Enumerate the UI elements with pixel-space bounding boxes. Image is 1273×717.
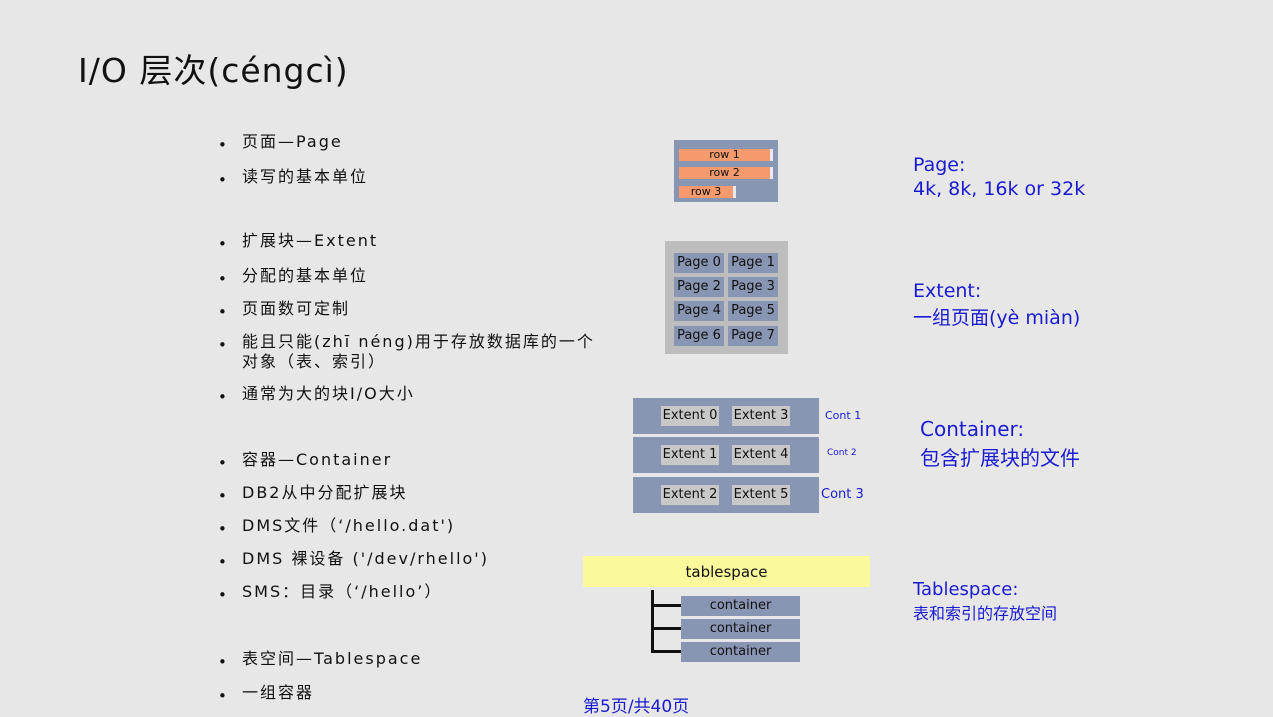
- tablespace-container: container: [681, 642, 800, 662]
- extent-cell: Extent 1: [661, 445, 719, 465]
- page-label-desc: 4k, 8k, 16k or 32k: [913, 178, 1086, 200]
- bullet-dot-icon: •: [218, 235, 229, 253]
- container-row: Extent 2 Extent 5: [633, 477, 819, 513]
- bullet-dot-icon: •: [218, 553, 229, 571]
- tablespace-bar: tablespace: [583, 556, 870, 587]
- bullet-dot-icon: •: [218, 454, 229, 472]
- tree-connector: [651, 627, 681, 630]
- container-label-title: Container:: [920, 417, 1025, 441]
- page-cell: Page 7: [728, 326, 778, 346]
- page-cell: Page 4: [674, 301, 724, 321]
- bullet-dot-icon: •: [218, 653, 229, 671]
- bullet-dot-icon: •: [218, 303, 229, 321]
- page-cell: Page 6: [674, 326, 724, 346]
- page-cell: Page 3: [728, 277, 778, 297]
- page-cell: Page 0: [674, 253, 724, 273]
- bullet-dot-icon: •: [218, 487, 229, 505]
- bullet-dot-icon: •: [218, 171, 229, 189]
- page-cell: Page 2: [674, 277, 724, 297]
- page-cell: Page 5: [728, 301, 778, 321]
- row-bar: row 2: [679, 167, 773, 179]
- extent-label-desc: 一组页面(yè miàn): [913, 307, 1081, 329]
- extent-cell: Extent 3: [732, 406, 790, 426]
- tablespace-label-desc: 表和索引的存放空间: [913, 604, 1058, 623]
- container-label: Cont 2: [827, 448, 857, 458]
- page-diagram: row 1 row 2 row 3: [674, 140, 778, 202]
- bullet-dot-icon: •: [218, 270, 229, 288]
- bullet-dot-icon: •: [218, 136, 229, 154]
- bullet-dot-icon: •: [218, 687, 229, 705]
- tablespace-label-title: Tablespace:: [913, 579, 1019, 600]
- container-row: Extent 0 Extent 3: [633, 398, 819, 434]
- bullet-dot-icon: •: [218, 586, 229, 604]
- extent-diagram: Page 0 Page 1 Page 2 Page 3 Page 4 Page …: [665, 241, 788, 354]
- tablespace-container: container: [681, 619, 800, 639]
- slide-title: I/O 层次(céngcì): [78, 51, 349, 90]
- extent-cell: Extent 2: [661, 485, 719, 505]
- bullet-dot-icon: •: [218, 336, 229, 354]
- page-label-title: Page:: [913, 154, 966, 176]
- container-label-desc: 包含扩展块的文件: [920, 446, 1080, 470]
- tree-connector: [651, 650, 681, 653]
- extent-cell: Extent 0: [661, 406, 719, 426]
- container-label: Cont 3: [821, 487, 864, 502]
- tree-connector: [651, 590, 654, 652]
- extent-cell: Extent 5: [732, 485, 790, 505]
- bullet-dot-icon: •: [218, 520, 229, 538]
- tree-connector: [651, 604, 681, 607]
- container-label: Cont 1: [825, 409, 862, 422]
- page-cell: Page 1: [728, 253, 778, 273]
- row-bar: row 1: [679, 149, 773, 161]
- page-footer: 第5页/共40页: [583, 697, 690, 717]
- tablespace-container: container: [681, 596, 800, 616]
- extent-cell: Extent 4: [732, 445, 790, 465]
- bullet-dot-icon: •: [218, 388, 229, 406]
- container-row: Extent 1 Extent 4: [633, 437, 819, 473]
- row-bar: row 3: [679, 186, 736, 198]
- extent-label-title: Extent:: [913, 280, 982, 302]
